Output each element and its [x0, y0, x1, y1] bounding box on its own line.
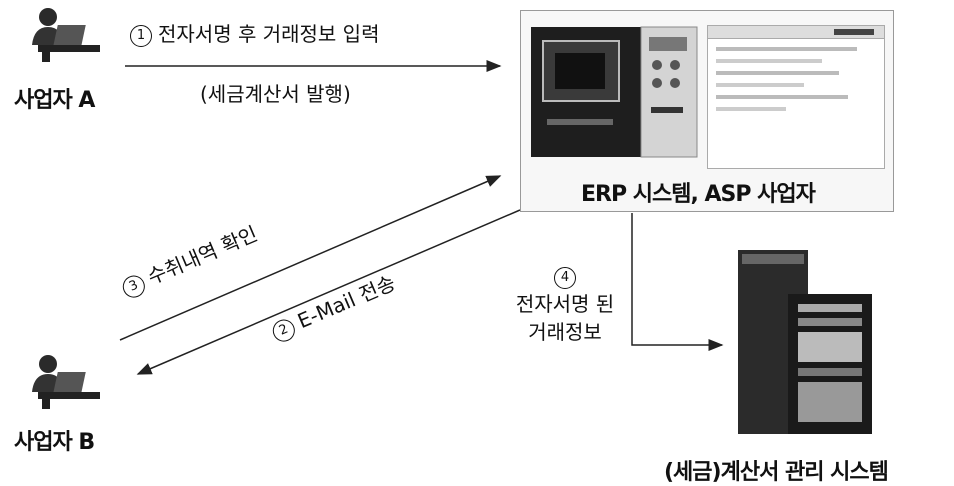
actor-a-label: 사업자 A [14, 88, 95, 113]
step1-number: 1 [130, 24, 152, 47]
arrow-step4 [631, 213, 724, 351]
step4-label: 4 전자서명 된 거래정보 [500, 262, 630, 346]
arrow-step3 [119, 175, 502, 341]
erp-terminal-icon [525, 23, 703, 161]
actor-a-icon [18, 5, 108, 65]
erp-system-box: ERP 시스템, ASP 사업자 [520, 10, 894, 212]
server-tower-icon [728, 244, 878, 444]
actor-b-label: 사업자 B [14, 430, 95, 455]
actor-b-icon [18, 352, 108, 412]
step1-sub-label: (세금계산서 발행) [200, 82, 351, 106]
step1-text: 전자서명 후 거래정보 입력 [158, 22, 380, 46]
arrow-step2 [136, 209, 521, 375]
step1-label: 1 전자서명 후 거래정보 입력 [130, 18, 379, 47]
erp-screen-window [707, 25, 885, 169]
erp-system-label: ERP 시스템, ASP 사업자 [581, 182, 816, 207]
tax-system-label: (세금)계산서 관리 시스템 [664, 460, 889, 485]
step4-line2: 거래정보 [528, 320, 602, 344]
step4-line1: 전자서명 된 [515, 292, 615, 316]
step4-number: 4 [554, 266, 576, 289]
